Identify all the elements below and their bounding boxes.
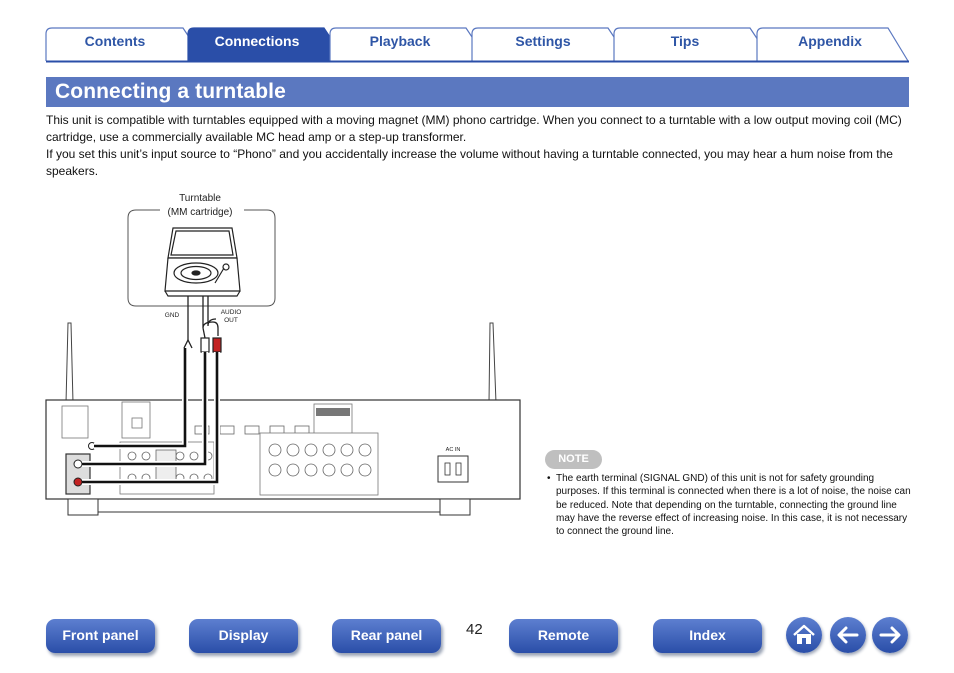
- home-button[interactable]: [786, 617, 822, 653]
- arrow-left-icon: [837, 626, 859, 644]
- turntable-illustration: [164, 227, 241, 297]
- top-tab-bar: Contents Connections Playback Settings T…: [0, 0, 954, 64]
- tab-shapes: [45, 27, 909, 63]
- cable-audio-right: [82, 352, 220, 485]
- display-button[interactable]: Display: [189, 619, 298, 653]
- tab-playback[interactable]: Playback: [369, 33, 431, 49]
- front-panel-button[interactable]: Front panel: [46, 619, 155, 653]
- connection-diagram: Turntable (MM cartridge) GND AUDIO OUT A…: [40, 188, 540, 518]
- page-number: 42: [466, 621, 483, 638]
- tab-connections[interactable]: Connections: [214, 33, 300, 49]
- diagram-drawing: [45, 209, 521, 516]
- audio-out-label-line2: OUT: [224, 317, 238, 324]
- warning-paragraph: If you set this unit’s input source to “…: [46, 147, 893, 178]
- note-content: • The earth terminal (SIGNAL GND) of thi…: [545, 472, 915, 538]
- page-title-bar: Connecting a turntable: [46, 77, 909, 107]
- page-title: Connecting a turntable: [55, 80, 286, 103]
- intro-paragraph: This unit is compatible with turntables …: [46, 113, 902, 144]
- note-bullet: •: [547, 473, 551, 484]
- cable-audio-left: [82, 352, 208, 467]
- tab-tips[interactable]: Tips: [670, 33, 700, 49]
- turntable-label-line1: Turntable: [179, 193, 221, 204]
- ac-in-label: AC IN: [445, 447, 461, 453]
- audio-out-label-line1: AUDIO: [220, 309, 242, 316]
- speaker-terminals: [268, 443, 372, 477]
- rear-panel-button[interactable]: Rear panel: [332, 619, 441, 653]
- remote-button[interactable]: Remote: [509, 619, 618, 653]
- tab-contents[interactable]: Contents: [84, 33, 146, 49]
- home-icon: [793, 624, 815, 644]
- note-text: The earth terminal (SIGNAL GND) of this …: [556, 473, 911, 538]
- tab-appendix[interactable]: Appendix: [798, 33, 862, 49]
- index-button[interactable]: Index: [653, 619, 762, 653]
- arrow-right-icon: [879, 626, 901, 644]
- forward-button[interactable]: [872, 617, 908, 653]
- gnd-label: GND: [164, 312, 180, 319]
- back-button[interactable]: [830, 617, 866, 653]
- cable-gnd: [94, 348, 188, 449]
- note-badge: NOTE: [545, 450, 602, 469]
- tab-settings[interactable]: Settings: [515, 33, 571, 49]
- turntable-label-line2: (MM cartridge): [167, 207, 233, 218]
